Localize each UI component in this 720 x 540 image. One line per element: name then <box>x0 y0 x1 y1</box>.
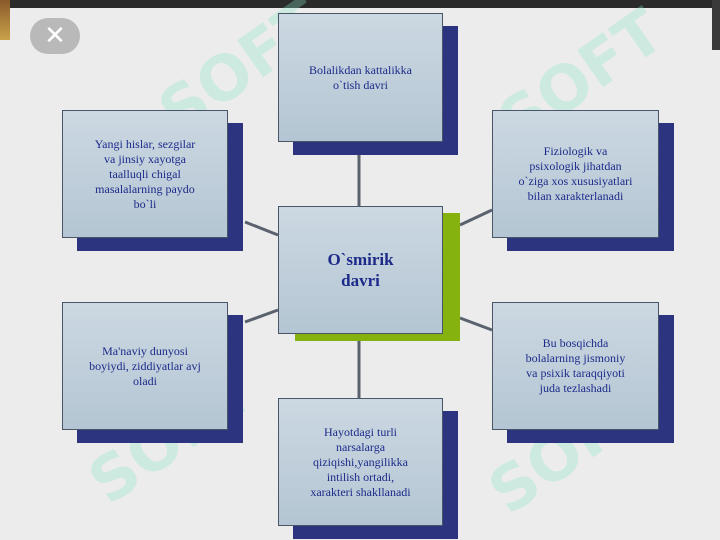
node-top-left: Yangi hislar, sezgilar va jinsiy xayotga… <box>62 110 228 238</box>
node-label: Fiziologik va psixologik jihatdan o`ziga… <box>518 144 633 203</box>
connector-top-left <box>244 220 279 237</box>
connector-top-right <box>459 208 493 227</box>
close-button[interactable]: ✕ <box>30 18 80 54</box>
node-top: Bolalikdan kattalikka o`tish davri <box>278 13 443 142</box>
close-icon: ✕ <box>44 21 66 51</box>
node-top-right: Fiziologik va psixologik jihatdan o`ziga… <box>492 110 659 238</box>
center-label: O`smirik davri <box>327 250 394 290</box>
node-label: Bu bosqichda bolalarning jismoniy va psi… <box>525 336 626 395</box>
connector-bottom-left <box>244 308 279 324</box>
connector-bottom-right <box>459 316 493 332</box>
node-bottom: Hayotdagi turli narsalarga qiziqishi,yan… <box>278 398 443 526</box>
node-center: O`smirik davri <box>278 206 443 334</box>
node-bottom-right: Bu bosqichda bolalarning jismoniy va psi… <box>492 302 659 430</box>
node-label: Hayotdagi turli narsalarga qiziqishi,yan… <box>310 424 411 499</box>
node-bottom-left: Ma'naviy dunyosi boyiydi, ziddiyatlar av… <box>62 302 228 430</box>
node-label: Bolalikdan kattalikka o`tish davri <box>309 62 412 92</box>
window-top-bar <box>0 0 720 8</box>
window-corner-right <box>712 0 720 50</box>
node-label: Yangi hislar, sezgilar va jinsiy xayotga… <box>94 136 196 211</box>
node-label: Ma'naviy dunyosi boyiydi, ziddiyatlar av… <box>89 343 201 388</box>
window-corner-left <box>0 0 10 40</box>
